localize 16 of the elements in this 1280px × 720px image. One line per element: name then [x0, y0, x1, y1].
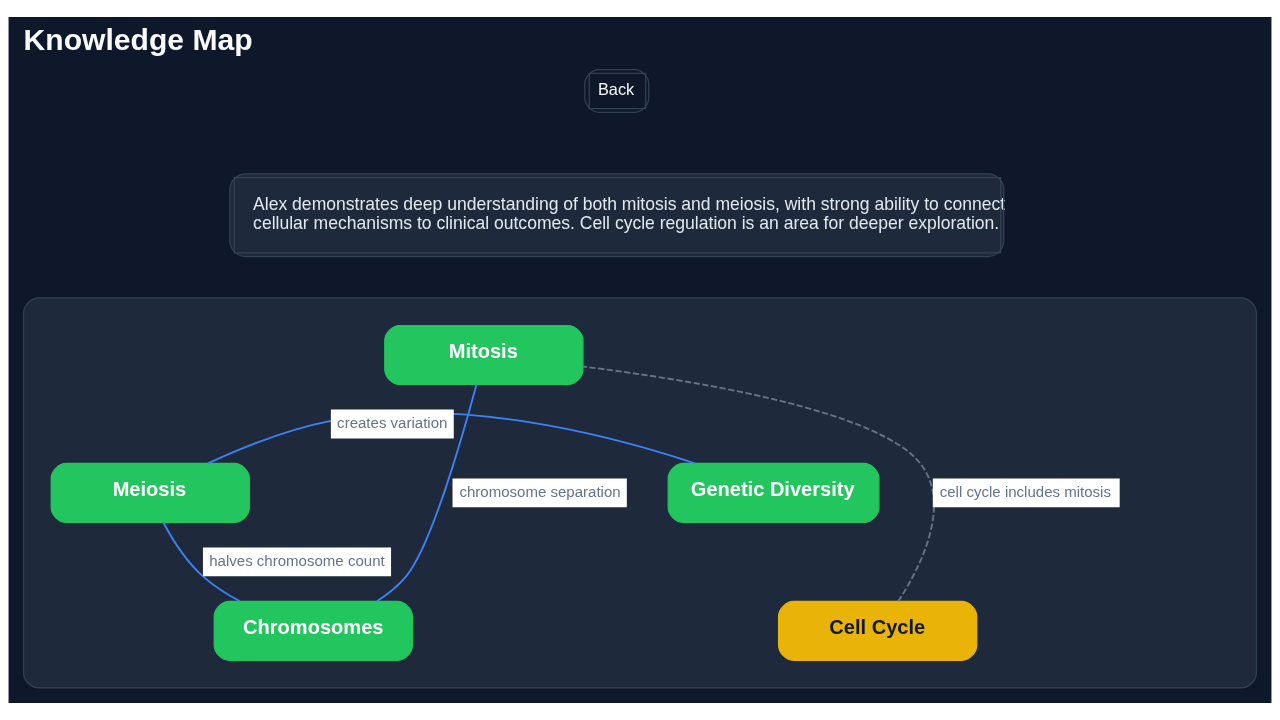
diagram-title: Knowledge Map: [23, 22, 253, 56]
cluster: [22, 297, 1258, 689]
label: Back: [597, 80, 635, 99]
label: Alex demonstrates deep understanding of both mitosis and meiosis, with strong ability to connect cellular mechanisms to clinical outcomes. Cell cycle regulation is an area for deeper exploration.: [253, 194, 1006, 234]
node-box: Mitosis: [384, 324, 584, 386]
edge-label: cell cycle includes mitosis: [939, 483, 1111, 501]
connector: [375, 383, 478, 603]
node-box: Genetic Diversity: [667, 462, 880, 524]
edge-label: halves chromosome count: [209, 552, 385, 570]
node-box: Cell Cycle: [777, 600, 978, 661]
node-box: Chromosomes: [213, 600, 413, 661]
node-box: Meiosis: [50, 462, 250, 524]
connector: [162, 521, 241, 603]
connector: [582, 365, 935, 603]
edge-label: creates variation: [337, 414, 448, 432]
edge-label: chromosome separation: [459, 483, 621, 501]
